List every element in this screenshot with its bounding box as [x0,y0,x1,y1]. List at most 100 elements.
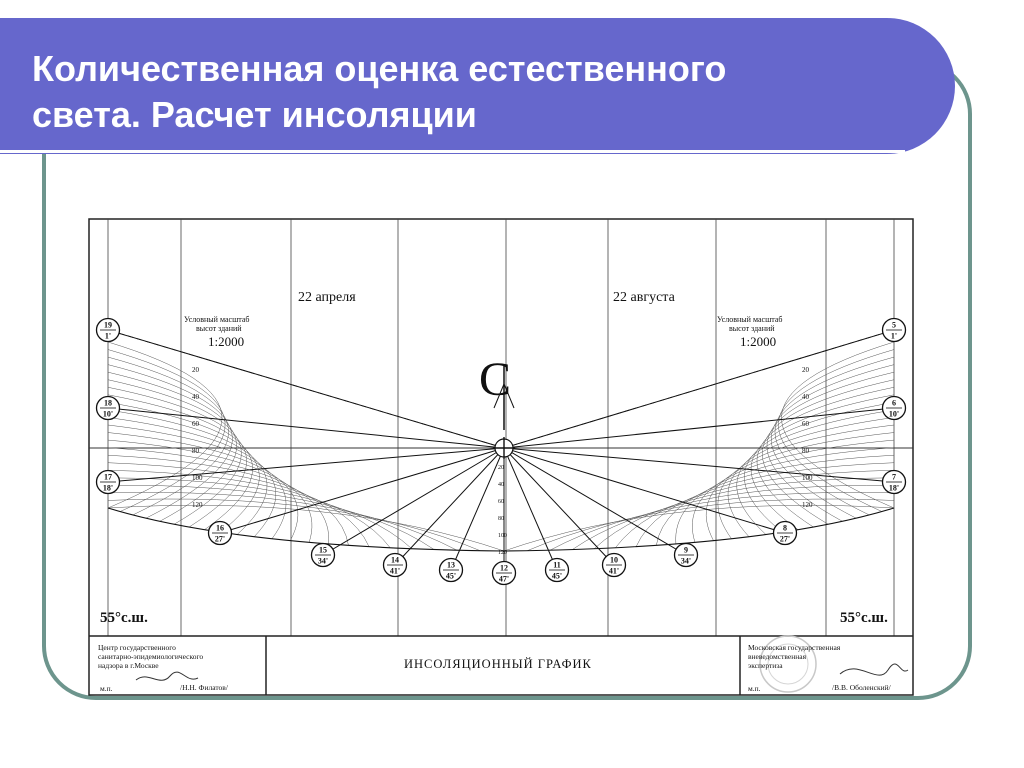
time-label-minute: 45' [552,572,562,581]
sun-path-hatching [107,341,895,552]
time-label-hour: 17 [104,473,112,482]
stamp-left-line1: Центр государственного [98,643,176,652]
sun-ray [322,447,505,556]
slide-title-line1: Количественная оценка естественного [32,48,727,89]
center-height-tick: 20 [498,465,504,471]
hatch-line [107,454,349,546]
time-label-hour: 16 [216,524,224,533]
title-underline [0,150,905,153]
right-scale-value: 1:2000 [740,334,776,349]
hatch-line [503,504,895,552]
stamp-right-signature [839,663,909,676]
stamp-left-signer: /Н.Н. Филатов/ [180,683,229,692]
left-scale-value: 1:2000 [208,334,244,349]
hatch-line [550,492,895,551]
time-label-minute: 1' [891,332,897,341]
time-label-minute: 27' [780,535,790,544]
hatch-line [107,387,247,528]
time-label-minute: 27' [215,535,225,544]
stamp-seal-inner [767,643,809,685]
stamp-right-line3: экспертиза [748,661,783,670]
right-height-tick: 120 [802,501,813,509]
dashed-ray [107,329,505,449]
sun-ray [107,407,505,449]
hatch-line [107,349,226,512]
left-height-tick: 20 [192,366,200,374]
right-height-tick: 100 [802,474,813,482]
hatch-line [736,409,895,535]
sun-ray [503,447,786,534]
left-height-tick: 100 [192,474,203,482]
hatch-line [107,477,412,549]
center-height-tick: 40 [498,482,504,488]
left-scale-note-2: высот зданий [196,324,242,333]
time-label-minute: 18' [103,484,113,493]
time-label-hour: 9 [684,546,688,555]
stamp-left-mp: м.п. [100,684,113,693]
right-height-tick: 80 [802,447,810,455]
hatch-line [675,447,895,544]
stamp-right-mp: м.п. [748,684,761,693]
stamp-right-signer: /В.В. Оболенский/ [832,683,892,692]
time-label-hour: 12 [500,564,508,573]
sun-ray [107,447,505,483]
time-label-hour: 15 [319,546,327,555]
time-label-minute: 34' [681,557,691,566]
left-date-label: 22 апреля [298,290,356,305]
center-height-tick: 120 [498,550,507,556]
time-label-hour: 6 [892,399,896,408]
left-height-tick: 120 [192,501,203,509]
time-label-hour: 11 [553,561,561,570]
hatch-line [717,424,895,539]
stamp-left-line2: санитарно-эпидемиологического [98,652,203,661]
sun-ray [503,447,615,566]
sun-ray [503,447,558,571]
time-label-hour: 10 [610,556,618,565]
dashed-ray [503,329,895,449]
center-height-tick: 100 [498,533,507,539]
hatch-line [107,470,391,548]
right-height-tick: 60 [802,420,810,428]
time-label-minute: 41' [390,567,400,576]
time-label-minute: 18' [889,484,899,493]
envelope-curve [107,507,505,552]
slide-title-line2: света. Расчет инсоляции [32,94,477,135]
hatch-line [778,349,895,512]
slide-title: Количественная оценка естественного свет… [32,46,726,138]
hatch-line [107,439,313,543]
sun-ray [503,407,895,449]
time-label-minute: 1' [105,332,111,341]
stamp-seal [759,635,817,693]
hatch-line [705,432,895,541]
envelope-curve [503,507,895,552]
time-label-hour: 8 [783,524,787,533]
time-label-hour: 18 [104,399,112,408]
time-label-minute: 47' [499,575,509,584]
left-height-tick: 80 [192,447,200,455]
hatch-line [635,462,895,547]
sun-ray [503,447,895,483]
chart-border [88,218,914,696]
hatch-line [692,439,895,543]
hatch-line [107,409,268,535]
sun-ray [450,447,505,571]
hatch-line [107,417,277,537]
right-date-label: 22 августа [613,290,676,305]
hatch-line [107,462,370,547]
dashed-boundaries [107,329,895,449]
grid-verticals [107,219,895,636]
north-symbol: С [479,353,511,406]
right-scale-note-2: высот зданий [729,324,775,333]
time-label-minute: 34' [318,557,328,566]
left-latitude: 55°с.ш. [100,610,148,626]
hatch-line [572,485,895,550]
time-label-minute: 41' [609,567,619,576]
sun-ray [219,447,505,534]
title-banner: Количественная оценка естественного свет… [0,18,955,154]
left-height-tick: 40 [192,393,200,401]
hatch-line [107,498,481,551]
stamp-left-signature [135,671,199,681]
right-latitude: 55°с.ш. [840,610,888,626]
